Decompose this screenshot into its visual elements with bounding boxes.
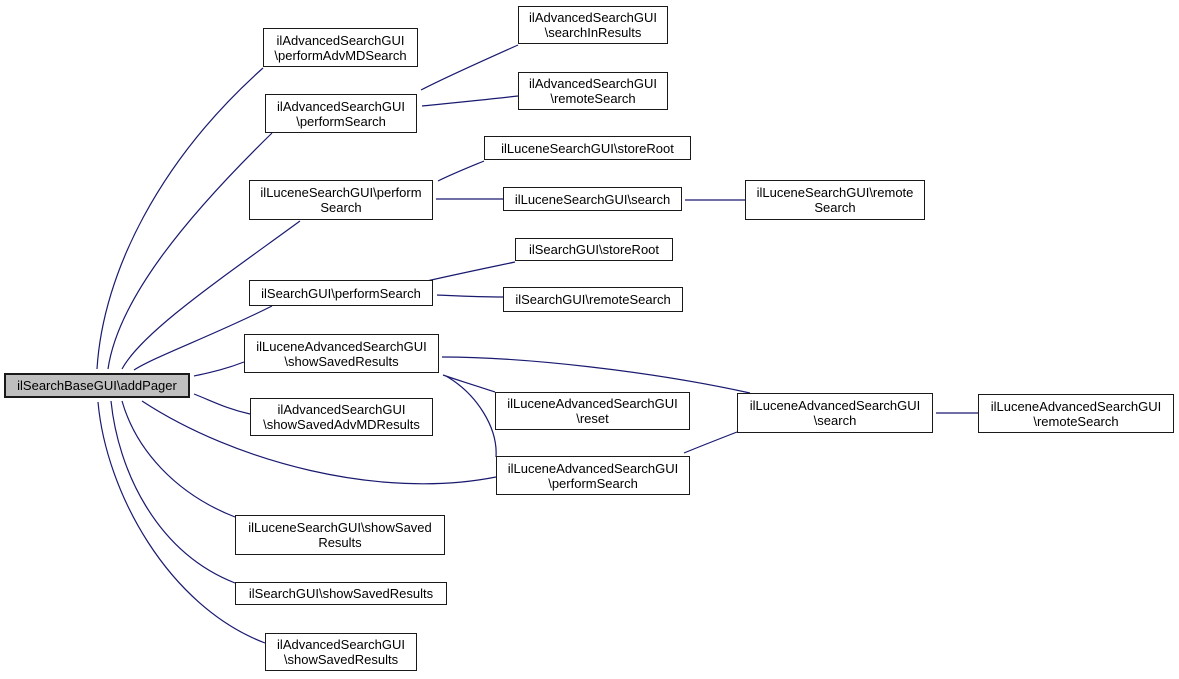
edge-advPerformAdvMDSearch-to-addPager	[96, 67, 264, 370]
node-luceneAdvReset[interactable]: ilLuceneAdvancedSearchGUI\reset	[495, 392, 690, 430]
edge-searchStoreRoot-to-searchPerformSearch	[426, 261, 516, 282]
node-label-line: ilLuceneAdvancedSearchGUI	[507, 460, 679, 476]
node-searchPerformSearch[interactable]: ilSearchGUI\performSearch	[249, 280, 433, 306]
node-luceneSearch[interactable]: ilLuceneSearchGUI\search	[503, 187, 682, 211]
node-advShowSavedAdvMDResults[interactable]: ilAdvancedSearchGUI\showSavedAdvMDResult…	[250, 398, 433, 436]
node-label-line: \performAdvMDSearch	[274, 47, 407, 63]
node-luceneAdvSearch[interactable]: ilLuceneAdvancedSearchGUI\search	[737, 393, 933, 433]
edge-advRemoteSearch-to-advPerformSearch	[421, 95, 519, 107]
node-label-line: ilLuceneSearchGUI\showSaved	[248, 520, 432, 535]
node-label-line: ilSearchGUI\storeRoot	[528, 242, 660, 257]
edge-luceneAdvSearch-to-luceneAdvShowSavedResults	[441, 356, 751, 394]
node-label-line: ilAdvancedSearchGUI	[277, 637, 405, 652]
node-label-line: \searchInResults	[544, 25, 642, 40]
node-label-line: ilLuceneSearchGUI\search	[514, 191, 671, 207]
node-label-line: ilAdvancedSearchGUI	[277, 402, 406, 417]
node-advPerformAdvMDSearch[interactable]: ilAdvancedSearchGUI\performAdvMDSearch	[263, 28, 418, 67]
node-label-line: Search	[320, 200, 362, 215]
node-label-line: ilLuceneAdvancedSearchGUI	[256, 338, 427, 354]
node-label-line: \showSavedResults	[284, 353, 399, 369]
node-label-line: \reset	[576, 411, 609, 426]
node-label-line: ilLuceneAdvancedSearchGUI	[507, 396, 678, 411]
edge-luceneStoreRoot-to-lucenePerformSearch	[437, 160, 485, 182]
edge-luceneAdvShowSavedResults-to-addPager	[193, 361, 245, 377]
node-label-line: ilLuceneSearchGUI\remote	[756, 185, 914, 200]
node-label-line: ilLuceneAdvancedSearchGUI	[990, 398, 1162, 414]
node-label-line: ilSearchGUI\showSavedResults	[248, 586, 434, 601]
node-label-line: ilLuceneAdvancedSearchGUI	[749, 398, 921, 413]
node-label-line: ilSearchGUI\remoteSearch	[515, 292, 671, 307]
node-advSearchInResults[interactable]: ilAdvancedSearchGUI\searchInResults	[518, 6, 668, 44]
node-label-line: \performSearch	[548, 475, 638, 491]
node-searchShowSavedResults[interactable]: ilSearchGUI\showSavedResults	[235, 582, 447, 605]
node-addPager: ilSearchBaseGUI\addPager	[4, 373, 190, 398]
node-luceneAdvPerformSearch[interactable]: ilLuceneAdvancedSearchGUI\performSearch	[496, 456, 690, 495]
node-label-line: \remoteSearch	[550, 91, 636, 106]
node-label-line: \performSearch	[296, 113, 386, 129]
node-luceneAdvShowSavedResults[interactable]: ilLuceneAdvancedSearchGUI\showSavedResul…	[244, 334, 439, 373]
node-label-line: Search	[814, 200, 856, 215]
edge-advSearchInResults-to-advPerformSearch	[420, 44, 519, 91]
node-luceneAdvRemoteSearch[interactable]: ilLuceneAdvancedSearchGUI\remoteSearch	[978, 394, 1174, 433]
edge-luceneAdvReset-to-luceneAdvShowSavedResults	[442, 374, 496, 393]
node-advRemoteSearch[interactable]: ilAdvancedSearchGUI\remoteSearch	[518, 72, 668, 110]
edge-luceneAdvPerformSearch-to-luceneAdvShowSavedResults	[445, 375, 497, 458]
node-label-line: ilAdvancedSearchGUI	[277, 98, 405, 114]
node-label-line: \showSavedAdvMDResults	[263, 417, 420, 432]
node-advPerformSearch[interactable]: ilAdvancedSearchGUI\performSearch	[265, 94, 417, 133]
node-label-line: ilAdvancedSearchGUI	[529, 76, 657, 91]
node-label-line: ilLuceneSearchGUI\storeRoot	[501, 140, 674, 156]
node-label-line: \search	[813, 413, 857, 428]
node-searchStoreRoot[interactable]: ilSearchGUI\storeRoot	[515, 238, 673, 261]
edge-advShowSavedAdvMDResults-to-addPager	[193, 393, 251, 415]
node-luceneStoreRoot[interactable]: ilLuceneSearchGUI\storeRoot	[484, 136, 691, 160]
node-label-line: ilSearchGUI\performSearch	[261, 285, 421, 301]
node-label-line: ilAdvancedSearchGUI	[276, 32, 405, 48]
node-label-line: ilAdvancedSearchGUI	[529, 10, 657, 25]
node-advShowSavedResults[interactable]: ilAdvancedSearchGUI\showSavedResults	[265, 633, 417, 671]
node-label-line: \remoteSearch	[1033, 413, 1119, 429]
node-label-line: ilLuceneSearchGUI\perform	[260, 185, 422, 200]
node-label-line: \showSavedResults	[283, 652, 399, 667]
node-label-line: Results	[318, 535, 362, 550]
edge-luceneShowSavedResults-to-addPager	[121, 400, 236, 518]
edge-searchRemoteSearch-to-searchPerformSearch	[436, 294, 504, 298]
edge-luceneAdvSearch-to-luceneAdvPerformSearch	[683, 431, 738, 454]
node-label-line: ilSearchBaseGUI\addPager	[17, 378, 177, 393]
edge-searchShowSavedResults-to-addPager	[110, 400, 236, 584]
node-searchRemoteSearch[interactable]: ilSearchGUI\remoteSearch	[503, 287, 683, 312]
